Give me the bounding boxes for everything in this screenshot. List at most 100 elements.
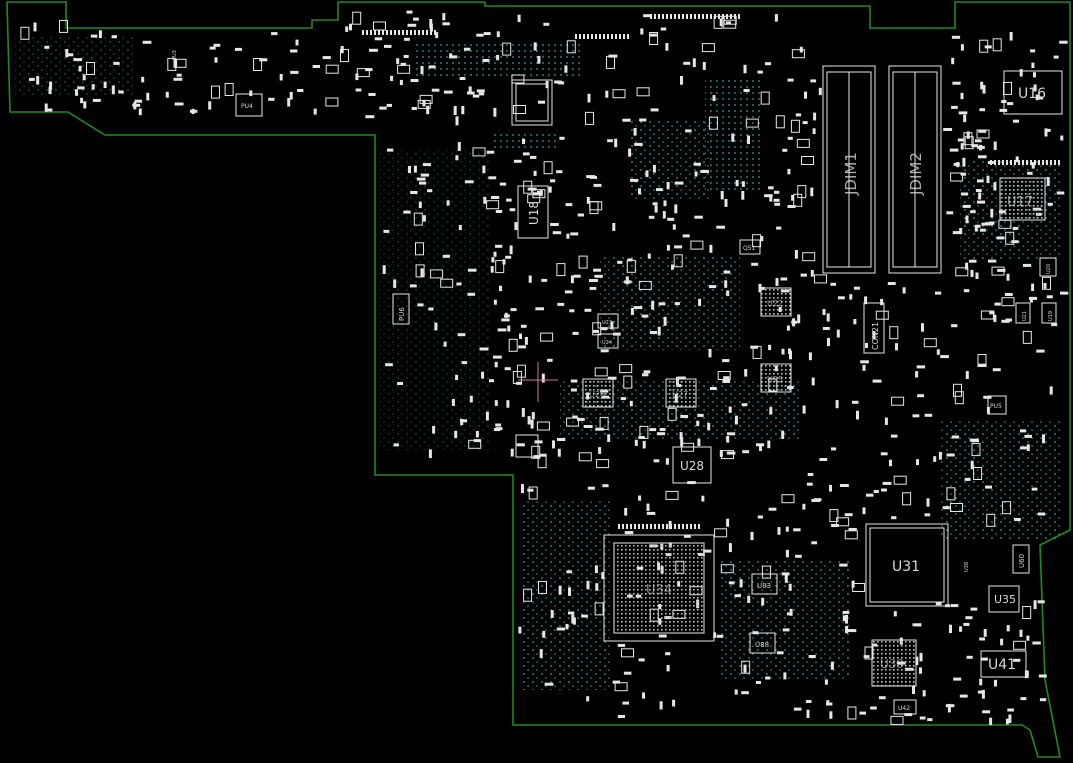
- smd-footprint: [666, 182, 670, 190]
- smd-footprint: [373, 21, 386, 31]
- label-con21: CON21: [871, 322, 880, 350]
- pin-pad: [414, 30, 416, 35]
- pin-pad: [1026, 160, 1028, 165]
- smd-footprint: [86, 62, 95, 75]
- smd-footprint: [660, 27, 667, 31]
- smd-footprint: [509, 245, 513, 255]
- smd-footprint: [214, 57, 218, 63]
- smd-footprint: [454, 430, 458, 439]
- smd-footprint: [697, 413, 704, 417]
- smd-footprint: [504, 367, 511, 371]
- smd-footprint: [253, 58, 263, 71]
- smd-footprint: [478, 92, 485, 96]
- pin-pad: [666, 524, 668, 529]
- smd-footprint: [92, 98, 101, 102]
- chip-u28: [672, 446, 712, 484]
- smd-footprint: [1003, 81, 1012, 95]
- smd-footprint: [570, 379, 578, 383]
- smd-footprint: [456, 282, 462, 286]
- smd-footprint: [813, 112, 817, 121]
- smd-footprint: [694, 171, 698, 177]
- pin-pad: [694, 14, 696, 19]
- smd-footprint: [649, 331, 657, 334]
- smd-footprint: [531, 412, 535, 420]
- pin-pad: [1034, 160, 1036, 165]
- smd-footprint: [912, 414, 920, 418]
- smd-footprint: [413, 17, 419, 21]
- smd-footprint: [543, 161, 553, 175]
- smd-footprint: [1002, 501, 1012, 515]
- smd-footprint: [866, 493, 874, 497]
- smd-footprint: [287, 98, 291, 107]
- smd-footprint: [638, 495, 642, 501]
- smd-footprint: [988, 259, 997, 263]
- dimm-connectors[interactable]: [822, 65, 942, 274]
- smd-footprint: [593, 268, 601, 272]
- smd-footprint: [386, 103, 392, 107]
- smd-footprint: [980, 657, 988, 661]
- smd-footprint: [1024, 434, 1032, 438]
- smd-footprint: [775, 115, 785, 129]
- smd-footprint: [486, 200, 500, 210]
- smd-footprint: [545, 80, 549, 89]
- smd-footprint: [786, 325, 790, 331]
- smd-footprint: [804, 91, 807, 99]
- smd-footprint: [884, 417, 888, 425]
- smd-footprint: [476, 33, 484, 37]
- smd-footprint: [134, 99, 142, 103]
- smd-footprint: [701, 43, 715, 53]
- smd-footprint: [791, 49, 805, 59]
- smd-footprint: [659, 701, 663, 710]
- pin-pad: [698, 14, 700, 19]
- smd-footprint: [827, 337, 830, 347]
- smd-footprint: [1039, 698, 1047, 702]
- smd-footprint: [1033, 84, 1037, 92]
- smd-footprint: [595, 427, 604, 431]
- smd-footprint: [757, 515, 763, 519]
- smd-footprint: [786, 612, 793, 616]
- smd-footprint: [673, 254, 683, 268]
- smd-footprint: [993, 141, 997, 150]
- smd-footprint: [407, 23, 417, 27]
- smd-footprint: [960, 44, 964, 51]
- pin-pad: [714, 14, 716, 19]
- smd-footprint: [617, 643, 626, 647]
- smd-footprint: [801, 156, 814, 165]
- smd-footprint: [550, 179, 556, 183]
- smd-footprint: [617, 260, 623, 264]
- smd-footprint: [557, 438, 566, 441]
- smd-footprint: [902, 287, 906, 294]
- smd-footprint: [831, 447, 837, 451]
- smd-footprint: [810, 270, 814, 277]
- smd-footprint: [29, 77, 35, 81]
- smd-footprint: [418, 201, 422, 209]
- smd-footprint: [527, 416, 531, 425]
- smd-footprint: [572, 415, 578, 419]
- smd-footprint: [461, 106, 465, 115]
- smd-footprint: [714, 528, 728, 538]
- smd-footprint: [882, 481, 892, 485]
- smd-footprint: [776, 651, 784, 655]
- pin-pad: [619, 34, 621, 39]
- smd-footprint: [1047, 202, 1053, 206]
- smd-footprint: [297, 89, 304, 92]
- large-ics[interactable]: [235, 70, 1063, 715]
- pin-pad: [730, 14, 732, 19]
- chip-u18: [517, 185, 549, 239]
- smd-footprint: [680, 76, 683, 85]
- label-u39: U39: [880, 657, 904, 671]
- smd-footprint: [822, 327, 830, 330]
- label-u60: U60: [1018, 554, 1026, 568]
- smd-footprint: [517, 14, 521, 23]
- smd-footprint: [191, 108, 195, 114]
- smd-footprint: [399, 79, 403, 86]
- pin-pad: [698, 524, 700, 529]
- smd-footprint: [952, 81, 961, 85]
- label-pu5: PU5: [990, 403, 1002, 410]
- smd-footprint: [728, 406, 732, 413]
- smd-footprint: [653, 459, 660, 463]
- smd-footprint: [743, 64, 747, 74]
- board-outline: [6, 1, 1071, 758]
- smd-footprint: [607, 434, 611, 442]
